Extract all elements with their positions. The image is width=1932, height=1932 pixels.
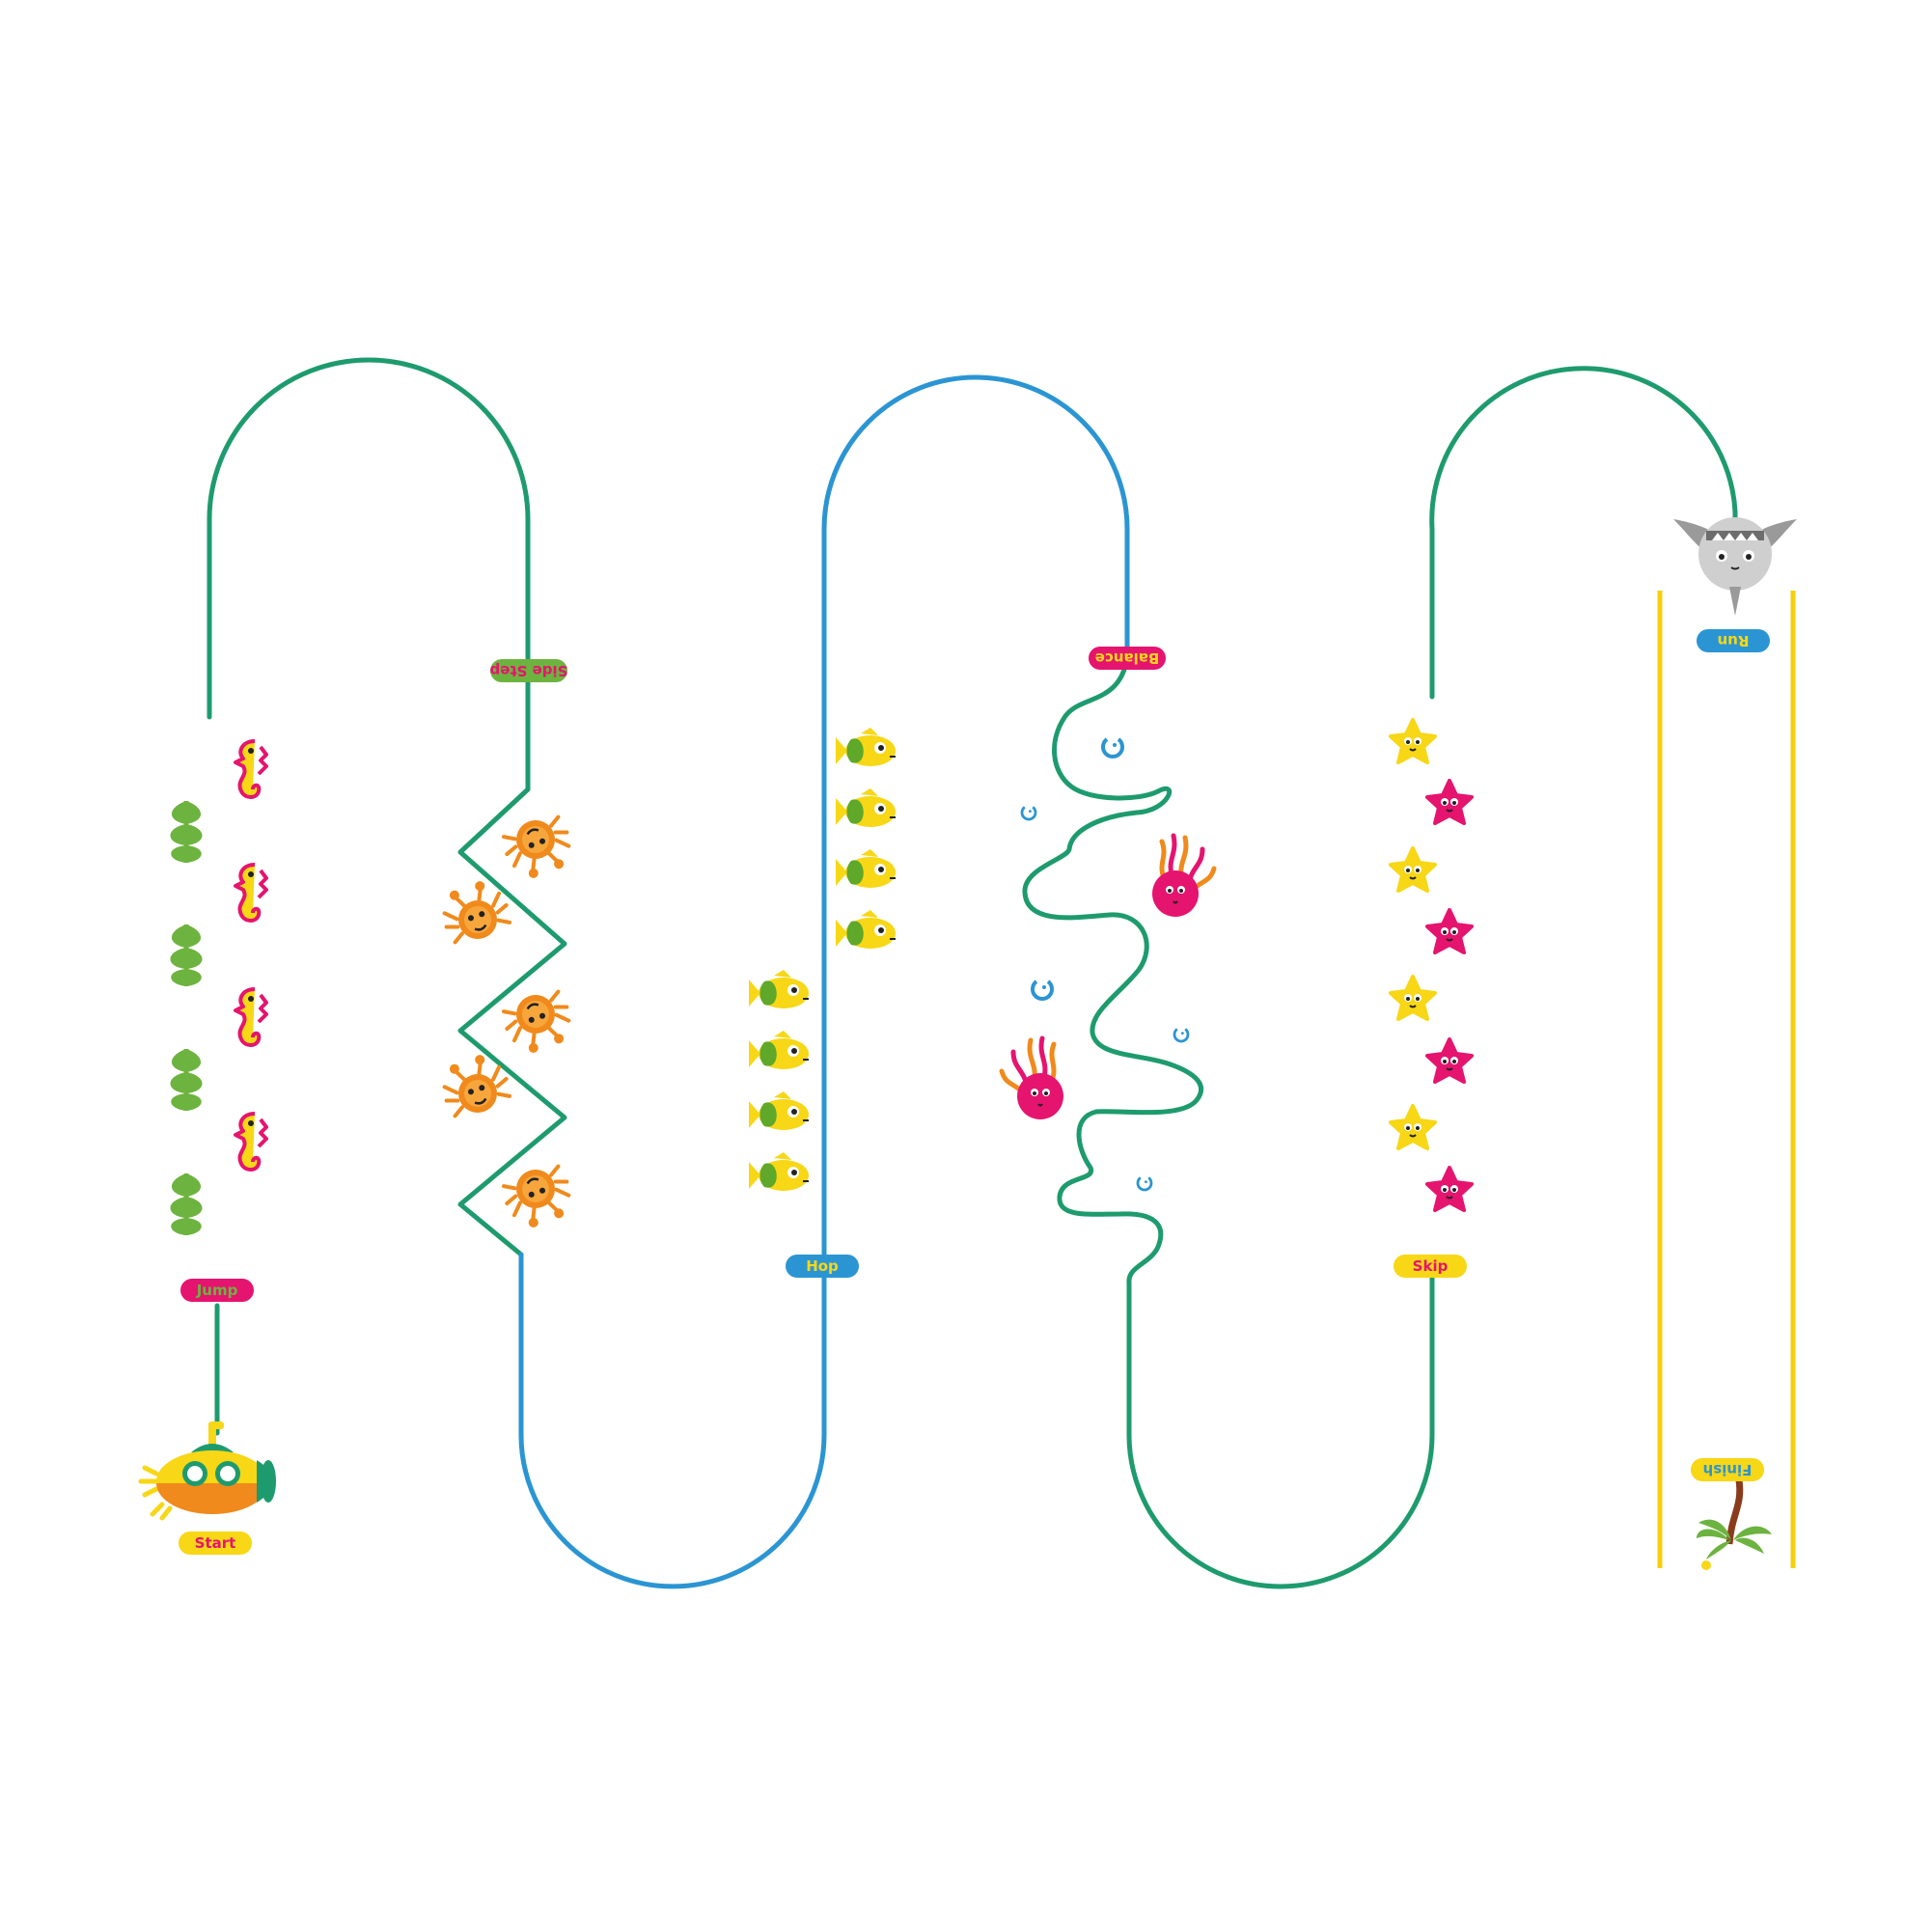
fish-icon: [835, 848, 897, 889]
jellyfish-icon: [1152, 836, 1214, 917]
starfish-icon: [1389, 846, 1437, 893]
fish-icon: [748, 1090, 810, 1131]
trail-segment-3: [1025, 658, 1432, 1587]
submarine-icon: [138, 1421, 276, 1521]
trail-segment-3-stroke: [1022, 655, 1435, 1589]
starfish-icon: [1389, 975, 1437, 1021]
svg-text:Skip: Skip: [1413, 1257, 1449, 1275]
svg-text:Finish: Finish: [1703, 1461, 1753, 1478]
svg-text:Side Step: Side Step: [489, 662, 567, 679]
svg-text:Jump: Jump: [196, 1282, 238, 1299]
starfish-icon: [1425, 1037, 1474, 1084]
label-run: Run: [1697, 629, 1770, 652]
label-hop: Hop: [786, 1255, 859, 1278]
trail-segment-4: [1429, 366, 1738, 700]
crab-icon: [497, 982, 580, 1062]
bubble-icon: [1173, 1028, 1190, 1043]
fish-icon: [835, 909, 897, 950]
bubble-icon: [1020, 806, 1037, 821]
fish-icon: [835, 727, 897, 767]
starfish-icon: [1425, 908, 1474, 954]
stingray-icon: [1673, 517, 1797, 616]
fish-icon: [748, 969, 810, 1009]
label-start: Start: [179, 1532, 252, 1555]
trail-segment-2: [518, 374, 1130, 1589]
label-skip: Skip: [1394, 1255, 1467, 1278]
bubble-icon: [1101, 737, 1124, 759]
starfish-icon: [1389, 1104, 1437, 1150]
seaweed-icon: [171, 1173, 203, 1235]
seahorse-icon: [234, 863, 268, 923]
trail-segment-1: [207, 357, 567, 1257]
svg-text:Start: Start: [195, 1534, 236, 1552]
seaweed-icon: [171, 801, 203, 863]
starfish-icon: [1389, 718, 1437, 764]
svg-text:Run: Run: [1718, 632, 1750, 649]
seahorse-icon: [234, 987, 268, 1047]
starfish-icon: [1425, 1166, 1474, 1212]
crab-icon: [433, 1046, 516, 1125]
bubble-icon: [1136, 1176, 1153, 1192]
label-jump: Jump: [180, 1279, 254, 1302]
fish-icon: [835, 787, 897, 828]
svg-text:Balance: Balance: [1095, 649, 1160, 667]
crab-icon: [497, 1157, 580, 1236]
label-side-step: Side Step: [489, 659, 567, 682]
svg-text:Hop: Hop: [806, 1257, 839, 1275]
fish-icon: [748, 1151, 810, 1192]
palm-tree-icon: [1697, 1479, 1772, 1570]
crab-icon: [497, 808, 580, 887]
bubble-icon: [1031, 980, 1054, 1001]
jellyfish-icon: [1002, 1038, 1063, 1119]
label-finish: Finish: [1691, 1458, 1764, 1481]
seahorse-icon: [234, 1112, 268, 1172]
starfish-icon: [1425, 779, 1474, 825]
label-balance: Balance: [1089, 647, 1166, 670]
fish-icon: [748, 1030, 810, 1070]
seaweed-icon: [171, 925, 203, 986]
seaweed-icon: [171, 1049, 203, 1111]
seahorse-icon: [234, 739, 268, 799]
